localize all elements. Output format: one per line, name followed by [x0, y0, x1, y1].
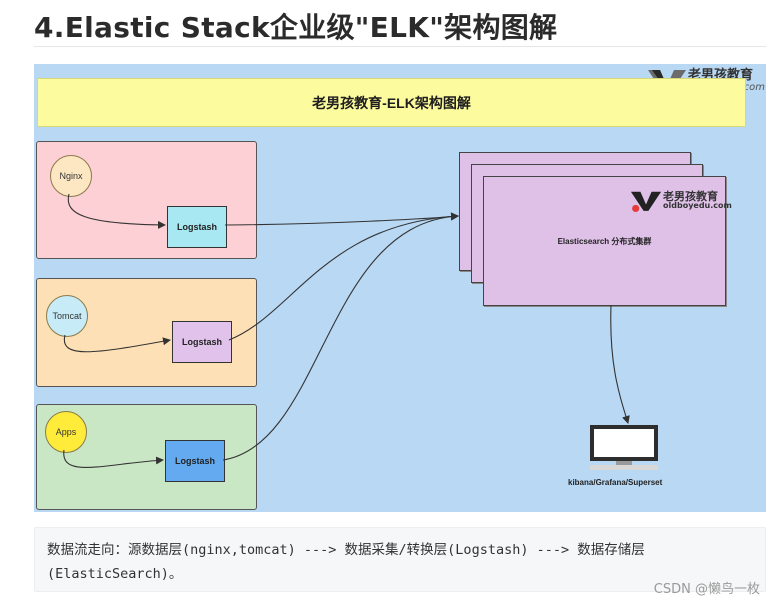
source-circle-nginx: Nginx — [50, 155, 92, 197]
arrow-tomcat-to-logstash — [63, 334, 171, 353]
logstash-box-tomcat: Logstash — [172, 321, 232, 363]
source-box-nginx: Nginx Logstash — [36, 141, 257, 259]
page-heading: 4.Elastic Stack企业级"ELK"架构图解 — [34, 11, 558, 44]
flow-arrows — [63, 193, 630, 468]
es-node-front: 老男孩教育 oldboyedu.com Elasticsearch 分布式集群 — [483, 176, 732, 306]
elk-architecture-diagram: 老男孩教育 oldboyedu.com 老男孩教育-ELK架构图解 Nginx … — [34, 64, 766, 512]
brand-logo-name: 老男孩教育 — [663, 189, 718, 203]
visualization-label: kibana/Grafana/Superset — [568, 478, 663, 487]
logstash-box-nginx: Logstash — [167, 206, 227, 248]
data-flow-note-text: 数据流走向：源数据层(nginx,tomcat) ---> 数据采集/转换层(L… — [47, 542, 645, 582]
diagram-banner: 老男孩教育-ELK架构图解 — [37, 78, 746, 127]
arrow-nginx-to-logstash — [67, 193, 166, 229]
source-box-tomcat: Tomcat Logstash — [36, 278, 257, 387]
arrow-logstash3-to-es — [222, 212, 459, 461]
brand-logo-url: oldboyedu.com — [663, 201, 732, 211]
elasticsearch-cluster-label: Elasticsearch 分布式集群 — [557, 236, 652, 246]
arrow-logstash2-to-es — [228, 212, 459, 341]
source-circle-tomcat: Tomcat — [46, 295, 88, 337]
arrow-es-to-visualization — [610, 304, 630, 424]
monitor-icon — [590, 425, 658, 470]
data-flow-note: 数据流走向：源数据层(nginx,tomcat) ---> 数据采集/转换层(L… — [34, 527, 766, 592]
source-box-apps: Apps Logstash — [36, 404, 257, 510]
logstash-box-apps: Logstash — [165, 440, 225, 482]
brand-logo-cluster: 老男孩教育 oldboyedu.com — [629, 187, 732, 214]
csdn-watermark: CSDN @懒鸟一枚 — [653, 582, 760, 597]
brand-mark-icon — [630, 191, 662, 213]
source-circle-apps: Apps — [45, 411, 87, 453]
arrow-apps-to-logstash — [63, 449, 164, 468]
heading-divider — [34, 46, 766, 47]
